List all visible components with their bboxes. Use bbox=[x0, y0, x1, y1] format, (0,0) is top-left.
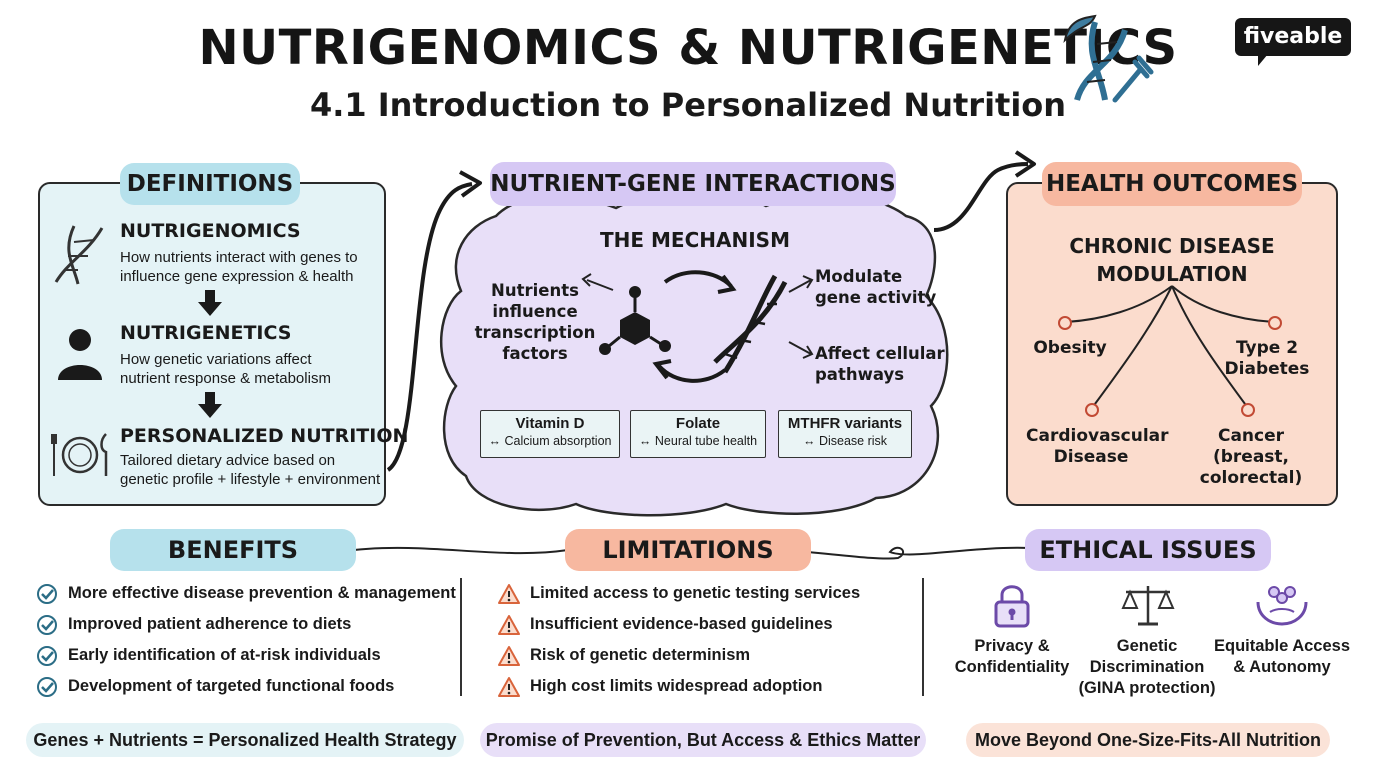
check-circle-icon bbox=[37, 614, 57, 635]
example-folate: Folate ↔ Neural tube health bbox=[630, 410, 766, 458]
outcome-obesity: Obesity bbox=[1033, 338, 1107, 358]
arrow-down-icon bbox=[198, 290, 222, 316]
arrow-down-icon bbox=[198, 392, 222, 418]
list-item: Limited access to genetic testing servic… bbox=[498, 578, 918, 609]
outcomes-title: HEALTH OUTCOMES bbox=[1042, 162, 1302, 206]
plate-icon bbox=[51, 433, 108, 476]
check-circle-icon bbox=[37, 676, 57, 697]
list-item: Risk of genetic determinism bbox=[498, 640, 918, 671]
ethics-genetic-discrimination: Genetic Discrimination (GINA protection) bbox=[1078, 637, 1216, 697]
list-item: High cost limits widespread adoption bbox=[498, 671, 918, 702]
page-title: NUTRIGENOMICS & NUTRIGENETICS bbox=[198, 20, 1178, 76]
section-connector-line bbox=[353, 546, 1031, 560]
list-item: More effective disease prevention & mana… bbox=[36, 578, 456, 609]
page-subtitle: 4.1 Introduction to Personalized Nutriti… bbox=[309, 86, 1067, 124]
example-vitamin-d: Vitamin D ↔ Calcium absorption bbox=[480, 410, 620, 458]
limitations-list: Limited access to genetic testing servic… bbox=[498, 578, 918, 702]
list-item: Development of targeted functional foods bbox=[36, 671, 456, 702]
outcome-branches bbox=[1058, 285, 1282, 417]
molecule-icon bbox=[599, 286, 671, 355]
divider bbox=[922, 578, 924, 696]
check-circle-icon bbox=[37, 645, 57, 666]
arrow-to-outcomes bbox=[933, 150, 1036, 232]
lock-icon bbox=[994, 585, 1030, 628]
warning-icon bbox=[498, 645, 520, 666]
nutrigenomics-heading: NUTRIGENOMICS bbox=[120, 220, 301, 242]
person-icon bbox=[58, 329, 102, 380]
warning-icon bbox=[498, 614, 520, 635]
ethics-equitable-access: Equitable Access & Autonomy bbox=[1213, 637, 1351, 676]
list-item: Improved patient adherence to diets bbox=[36, 609, 456, 640]
footer-genes-nutrients: Genes + Nutrients = Personalized Health … bbox=[26, 723, 464, 757]
personalized-nutrition-desc-2: genetic profile + lifestyle + environmen… bbox=[120, 471, 381, 488]
footer-promise-prevention: Promise of Prevention, But Access & Ethi… bbox=[480, 723, 926, 757]
dna-leaf-fork-icon bbox=[1063, 14, 1154, 103]
divider bbox=[460, 578, 462, 696]
limitations-title: LIMITATIONS bbox=[565, 529, 811, 571]
benefits-title: BENEFITS bbox=[110, 529, 356, 571]
chronic-disease-heading: CHRONIC DISEASE MODULATION bbox=[1069, 234, 1275, 286]
mechanism-right-top: Modulate gene activity bbox=[815, 267, 937, 307]
warning-icon bbox=[498, 676, 520, 697]
dna-icon bbox=[54, 225, 104, 285]
ethics-title: ETHICAL ISSUES bbox=[1025, 529, 1271, 571]
nutrigenetics-desc-2: nutrient response & metabolism bbox=[120, 370, 331, 387]
list-item: Early identification of at-risk individu… bbox=[36, 640, 456, 671]
nutrigenomics-desc-2: influence gene expression & health bbox=[120, 268, 354, 285]
list-item: Insufficient evidence-based guidelines bbox=[498, 609, 918, 640]
definitions-title: DEFINITIONS bbox=[120, 163, 300, 205]
dna-icon bbox=[713, 274, 788, 374]
nutrigenetics-heading: NUTRIGENETICS bbox=[120, 322, 292, 344]
brand-logo-tail bbox=[1258, 54, 1268, 66]
footer-one-size: Move Beyond One-Size-Fits-All Nutrition bbox=[966, 723, 1330, 757]
mechanism-heading: THE MECHANISM bbox=[600, 228, 790, 252]
mechanism-diagram bbox=[581, 270, 814, 383]
arrow-to-interactions bbox=[386, 170, 482, 472]
nutrigenomics-desc-1: How nutrients interact with genes to bbox=[120, 249, 358, 266]
personalized-nutrition-heading: PERSONALIZED NUTRITION bbox=[120, 425, 409, 447]
benefits-list: More effective disease prevention & mana… bbox=[36, 578, 456, 702]
nutrigenetics-desc-1: How genetic variations affect bbox=[120, 351, 312, 368]
scales-icon bbox=[1121, 586, 1175, 626]
mechanism-left-label: Nutrients influence transcription factor… bbox=[474, 281, 596, 363]
interactions-title: NUTRIENT-GENE INTERACTIONS bbox=[490, 162, 896, 206]
warning-icon bbox=[498, 583, 520, 604]
outcome-cardiovascular: Cardiovascular Disease bbox=[1026, 426, 1169, 467]
outcomes-panel bbox=[1006, 182, 1338, 506]
check-circle-icon bbox=[37, 583, 57, 604]
outcome-cancer: Cancer (breast, colorectal) bbox=[1199, 426, 1303, 488]
mechanism-right-bottom: Affect cellular pathways bbox=[815, 344, 945, 384]
brand-logo[interactable]: fiveable bbox=[1235, 18, 1351, 56]
outcome-type-2-diabetes: Type 2 Diabetes bbox=[1224, 338, 1310, 379]
community-hands-icon bbox=[1256, 586, 1308, 626]
example-mthfr: MTHFR variants ↔ Disease risk bbox=[778, 410, 912, 458]
personalized-nutrition-desc-1: Tailored dietary advice based on bbox=[120, 452, 336, 469]
ethics-privacy: Privacy & Confidentiality bbox=[954, 637, 1070, 676]
